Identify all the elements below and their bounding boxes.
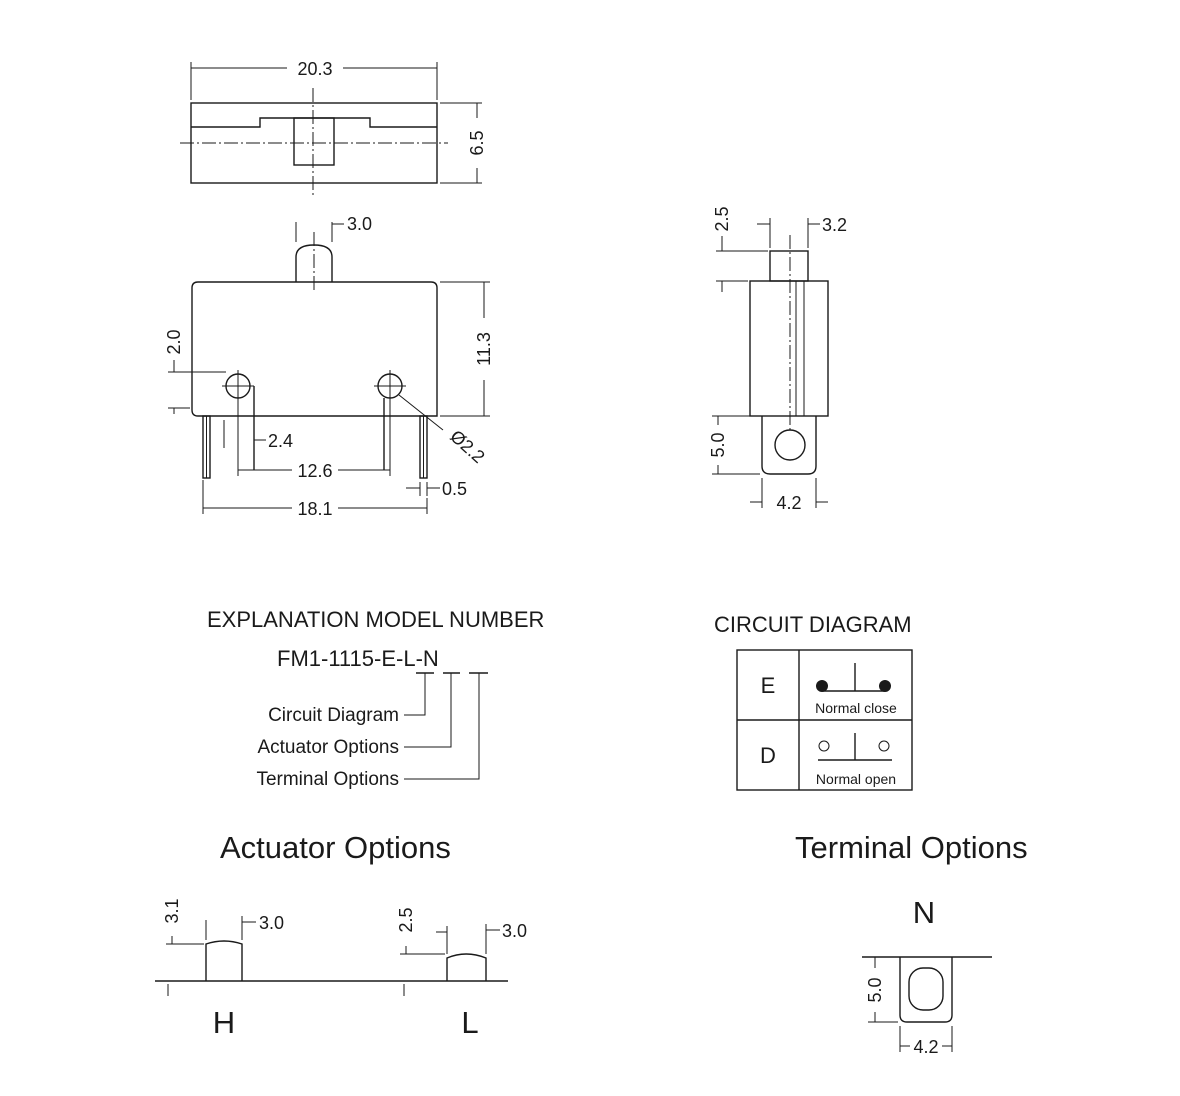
terminal-n-length-dim: 5.0 [865, 977, 885, 1002]
side-terminal-length-dim: 5.0 [708, 432, 728, 457]
side-terminal-hole [774, 429, 806, 461]
model-label-circuit: Circuit Diagram [268, 705, 399, 726]
actuator-h-label: H [213, 1005, 235, 1040]
top-view-actuator [293, 117, 335, 166]
no-contact-left [818, 740, 830, 752]
front-hole-offset-dim: 2.0 [164, 329, 184, 354]
terminal-n-shape [899, 957, 953, 1023]
model-number-title: EXPLANATION MODEL NUMBER [207, 607, 544, 632]
model-sep-2: - [416, 646, 423, 671]
model-label-terminal: Terminal Options [256, 769, 399, 790]
actuator-l-height-dim: 2.5 [396, 907, 416, 932]
circuit-caption-open: Normal open [816, 771, 896, 787]
actuator-h-height-dim: 3.1 [162, 898, 182, 923]
actuator-l-width-dim: 3.0 [502, 921, 527, 941]
actuator-h-width-dim: 3.0 [259, 913, 284, 933]
model-code-n: N [423, 646, 439, 671]
actuator-options-title: Actuator Options [220, 830, 451, 865]
side-view: 2.5 3.2 5.0 4.2 [708, 206, 847, 513]
front-body [191, 281, 438, 417]
circuit-code-d: D [760, 743, 776, 768]
model-code-l: L [403, 646, 415, 671]
side-actuator-width-dim: 3.2 [822, 215, 847, 235]
front-terminal-span-dim: 18.1 [297, 499, 332, 519]
top-view: 20.3 6.5 [180, 59, 487, 195]
circuit-diagram-section: CIRCUIT DIAGRAM E D Normal close Normal … [714, 612, 913, 791]
model-number-section: EXPLANATION MODEL NUMBER FM1-1115-E-L-N … [207, 607, 544, 790]
nc-contact-right [879, 680, 891, 692]
front-terminal-offset-dim: 2.4 [268, 431, 293, 451]
top-view-step [191, 117, 437, 128]
model-prefix: FM1-1115- [277, 646, 381, 671]
model-sep-1: - [396, 646, 403, 671]
terminal-n-width-dim: 4.2 [913, 1037, 938, 1057]
front-actuator-dim: 3.0 [347, 214, 372, 234]
actuator-options-section: Actuator Options 3.1 3.0 H 2.5 3.0 L [155, 830, 527, 1040]
side-terminal [761, 416, 817, 475]
circuit-diagram-title: CIRCUIT DIAGRAM [714, 612, 912, 637]
top-width-dim: 20.3 [297, 59, 332, 79]
actuator-l-shape [446, 953, 487, 981]
model-number-code: FM1-1115-E-L-N [277, 646, 439, 671]
top-height-dim: 6.5 [467, 130, 487, 155]
model-code-e: E [381, 646, 396, 671]
front-view: 3.0 11.3 2.0 2.4 12.6 Ø2.2 0.5 [164, 214, 494, 519]
terminal-n-label: N [913, 895, 935, 930]
side-body [749, 280, 829, 417]
terminal-options-section: Terminal Options N 5.0 4.2 [795, 830, 1028, 1057]
actuator-l-label: L [461, 1005, 478, 1040]
terminal-options-title: Terminal Options [795, 830, 1028, 865]
actuator-h-shape [205, 940, 243, 981]
side-actuator-height-dim: 2.5 [712, 206, 732, 231]
model-label-actuator: Actuator Options [257, 737, 399, 758]
nc-contact-left [816, 680, 828, 692]
terminal-n-hole [908, 967, 944, 1011]
front-terminal-thickness-dim: 0.5 [442, 479, 467, 499]
no-contact-right [878, 740, 890, 752]
front-hole-diameter-dim: Ø2.2 [446, 426, 488, 467]
side-actuator [769, 250, 809, 282]
circuit-caption-close: Normal close [815, 700, 897, 716]
side-terminal-width-dim: 4.2 [776, 493, 801, 513]
front-height-dim: 11.3 [474, 332, 494, 366]
front-hole-spacing-dim: 12.6 [297, 461, 332, 481]
circuit-code-e: E [761, 673, 776, 698]
